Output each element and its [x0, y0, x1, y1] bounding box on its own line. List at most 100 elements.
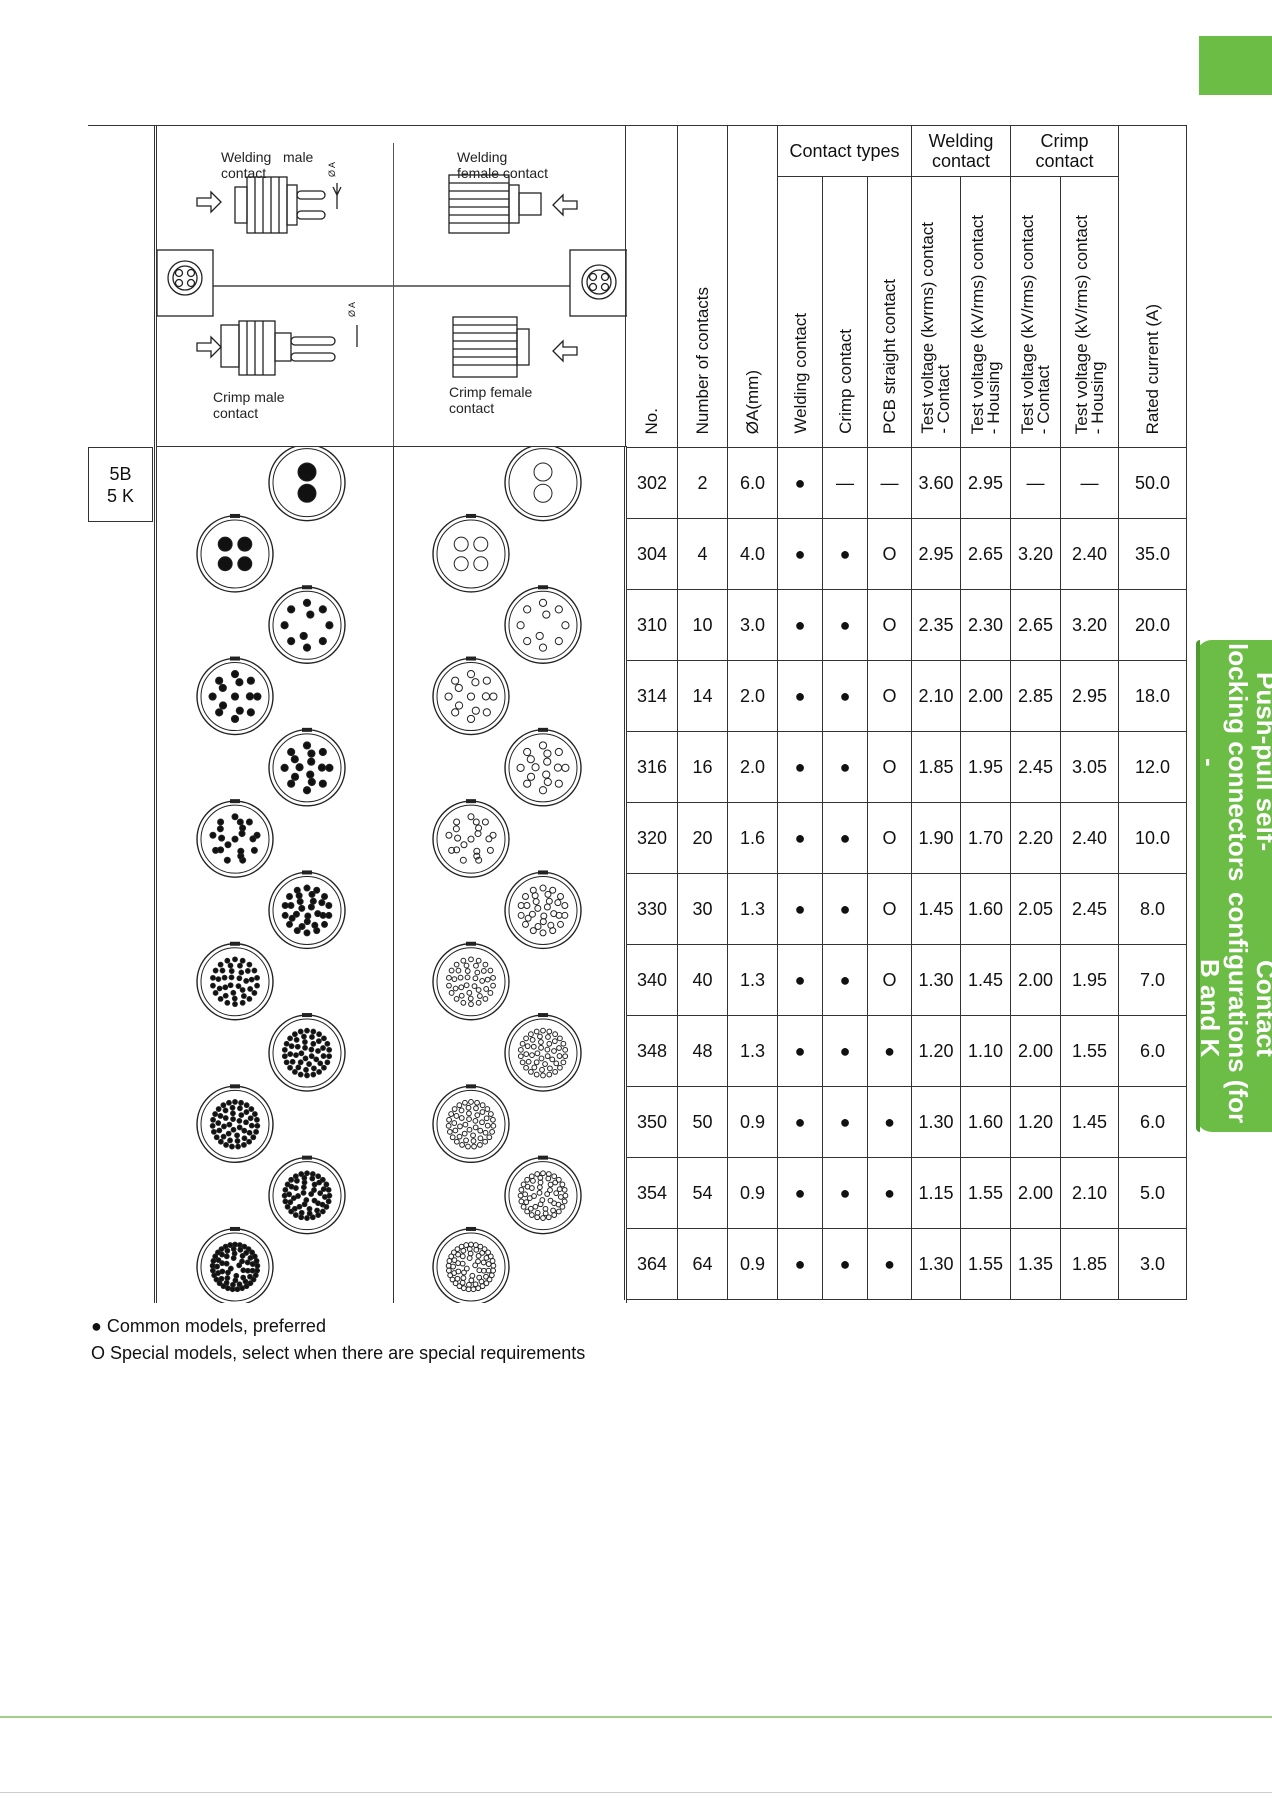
cell-wth: 1.95 [960, 731, 1011, 803]
cell-no: 350 [624, 1086, 678, 1158]
faces-svg [196, 447, 582, 1303]
side-section-tab [1196, 640, 1272, 1132]
cell-wth: 1.60 [960, 1086, 1011, 1158]
cell-cth: 1.45 [1060, 1086, 1119, 1158]
cell-wth: 1.55 [960, 1228, 1011, 1300]
cell-ctc: 2.45 [1010, 731, 1061, 803]
legend-notes: ● Common models, preferred O Special mod… [91, 1313, 585, 1367]
cell-ctc: 2.20 [1010, 802, 1061, 874]
cell-cc: ● [822, 802, 868, 874]
cell-n: 10 [677, 589, 728, 661]
cell-wtc: 2.35 [911, 589, 961, 661]
cell-wtc: 1.20 [911, 1015, 961, 1087]
female-face-304 [432, 513, 510, 593]
connector-diagram: Welding male contact Welding female cont… [154, 125, 627, 447]
spec-table: No. Number of contacts ØA(mm) Contact ty… [624, 125, 1187, 1300]
footer-rule-bottom [0, 1792, 1272, 1793]
cell-wc: ● [777, 518, 823, 590]
cell-no: 364 [624, 1228, 678, 1300]
cell-cc: ● [822, 1157, 868, 1229]
header-crimp-test-contact: Test voltage (kV/rms) contact - Contact [1010, 176, 1061, 448]
cell-wtc: 1.30 [911, 944, 961, 1016]
cell-dia: 6.0 [727, 447, 778, 519]
cell-no: 314 [624, 660, 678, 732]
cell-dia: 2.0 [727, 660, 778, 732]
cell-wc: ● [777, 1157, 823, 1229]
cell-wth: 2.30 [960, 589, 1011, 661]
cell-cc: ● [822, 1015, 868, 1087]
cell-pcb: O [867, 873, 912, 945]
connector-drawings: Ø A Ø A [157, 162, 627, 378]
cell-wth: 2.65 [960, 518, 1011, 590]
cell-dia: 3.0 [727, 589, 778, 661]
header-num-contacts: Number of contacts [677, 125, 728, 448]
cell-pcb: ● [867, 1086, 912, 1158]
cell-rc: 35.0 [1118, 518, 1187, 590]
dim-label-top: Ø A [327, 162, 337, 177]
cell-cc: ● [822, 1228, 868, 1300]
cell-cc: ● [822, 1086, 868, 1158]
cell-wc: ● [777, 1228, 823, 1300]
side-title-line2: Contact configurations (for B and K [1195, 892, 1272, 1124]
dim-label-bottom: Ø A [347, 302, 357, 317]
cell-no: 310 [624, 589, 678, 661]
male-face-314 [196, 656, 274, 736]
series-label-5b: 5B [109, 463, 132, 484]
cell-no: 302 [624, 447, 678, 519]
cell-cth: 1.55 [1060, 1015, 1119, 1087]
note-preferred: ● Common models, preferred [91, 1316, 326, 1336]
cell-wth: 1.10 [960, 1015, 1011, 1087]
series-label-5k: 5 K [106, 485, 135, 506]
cell-cc: ● [822, 731, 868, 803]
cell-n: 48 [677, 1015, 728, 1087]
cell-cth: 2.10 [1060, 1157, 1119, 1229]
crimp-male-drawing: Ø A [196, 302, 358, 376]
cell-cc: ● [822, 589, 868, 661]
cell-n: 54 [677, 1157, 728, 1229]
header-contact-types: Contact types [777, 125, 912, 177]
header-pcb-contact: PCB straight contact [867, 176, 912, 448]
cell-rc: 20.0 [1118, 589, 1187, 661]
cell-wtc: 3.60 [911, 447, 961, 519]
header-crimp-contact: Crimp contact [822, 176, 868, 448]
header-diameter: ØA(mm) [727, 125, 778, 448]
cell-ctc: 2.00 [1010, 944, 1061, 1016]
cell-ctc: 2.65 [1010, 589, 1061, 661]
header-crimp-group: Crimp contact [1010, 125, 1119, 177]
crimp-female-drawing [452, 316, 578, 378]
cell-cth: 2.40 [1060, 802, 1119, 874]
cell-wc: ● [777, 660, 823, 732]
cell-wc: ● [777, 873, 823, 945]
cell-dia: 0.9 [727, 1086, 778, 1158]
cell-ctc: — [1010, 447, 1061, 519]
cell-cth: — [1060, 447, 1119, 519]
female-face-316 [504, 727, 582, 807]
female-face-364 [432, 1226, 510, 1303]
female-face-320 [432, 799, 510, 878]
cell-pcb: ● [867, 1228, 912, 1300]
cell-wtc: 1.15 [911, 1157, 961, 1229]
cell-wth: 1.45 [960, 944, 1011, 1016]
male-face-view [157, 249, 393, 317]
cell-cc: ● [822, 660, 868, 732]
corner-color-tab [1199, 36, 1272, 95]
cell-wc: ● [777, 447, 823, 519]
cell-n: 50 [677, 1086, 728, 1158]
cell-dia: 0.9 [727, 1228, 778, 1300]
cell-pcb: ● [867, 1157, 912, 1229]
cell-ctc: 2.85 [1010, 660, 1061, 732]
cell-n: 14 [677, 660, 728, 732]
cell-cc: ● [822, 518, 868, 590]
cell-n: 30 [677, 873, 728, 945]
female-face-348 [504, 1013, 582, 1092]
cell-pcb: O [867, 518, 912, 590]
contact-face-drawings [154, 447, 627, 1303]
cell-dia: 1.3 [727, 873, 778, 945]
female-face-314 [432, 656, 510, 736]
welding-female-drawing [448, 174, 578, 234]
